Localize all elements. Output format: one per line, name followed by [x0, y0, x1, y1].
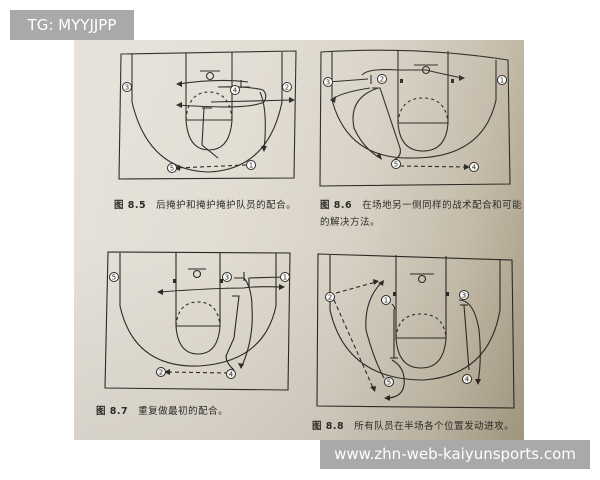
svg-text:5: 5	[394, 161, 398, 169]
half-court-diagram: 3 4 2 5 1	[118, 50, 297, 180]
svg-text:2: 2	[159, 369, 163, 377]
svg-text:3: 3	[326, 79, 330, 87]
svg-text:2: 2	[380, 76, 384, 84]
player-2-marker: 2	[377, 74, 387, 84]
player-markers: 3 2 1 5 4	[323, 74, 507, 172]
figure-number: 图 8.6	[320, 200, 353, 211]
player-1-marker: 1	[246, 160, 256, 170]
figure-caption-8-7: 图 8.7 重复做最初的配合。	[96, 403, 228, 417]
player-4-marker: 4	[226, 369, 236, 379]
svg-text:4: 4	[233, 87, 238, 95]
court-diagram-8-6: 3 2 1 5 4	[318, 48, 518, 188]
svg-text:3: 3	[225, 274, 229, 282]
player-4-marker: 4	[469, 162, 479, 172]
watermark-url: www.zhn-web-kaiyunsports.com	[320, 440, 590, 469]
player-5-marker: 5	[384, 377, 394, 387]
half-court-diagram: 5 3 1 2 4	[104, 251, 291, 391]
svg-text:4: 4	[229, 371, 234, 379]
svg-text:5: 5	[387, 379, 391, 387]
svg-text:5: 5	[112, 274, 116, 282]
player-1-marker: 1	[497, 75, 507, 85]
player-1-marker: 1	[280, 272, 290, 282]
svg-text:2: 2	[328, 294, 332, 302]
player-2-marker: 2	[282, 82, 292, 92]
player-markers: 2 1 3 5 4	[325, 290, 472, 387]
player-5-marker: 5	[109, 272, 119, 282]
player-2-marker: 2	[325, 292, 335, 302]
svg-text:1: 1	[283, 274, 287, 282]
player-markers: 3 4 2 5 1	[122, 82, 292, 173]
court-diagram-8-8: 2 1 3 5 4	[314, 250, 519, 410]
figure-caption-text: 后掩护和掩护掩护队员的配合。	[156, 200, 297, 211]
svg-text:5: 5	[170, 165, 174, 173]
player-3-marker: 3	[459, 290, 469, 300]
player-3-marker: 3	[222, 272, 232, 282]
player-3-marker: 3	[122, 82, 132, 92]
svg-text:4: 4	[472, 164, 477, 172]
figure-number: 图 8.8	[312, 421, 345, 432]
half-court-diagram: 3 2 1 5 4	[319, 49, 511, 187]
figure-caption-text: 在场地另一侧同样的战术配合和可能	[362, 200, 523, 211]
figure-caption-8-8: 图 8.8 所有队员在半场各个位置发动进攻。	[312, 418, 514, 432]
svg-text:1: 1	[384, 297, 388, 305]
figure-caption-8-5: 图 8.5 后掩护和掩护掩护队员的配合。	[114, 197, 296, 211]
figure-number: 图 8.7	[96, 406, 129, 417]
court-diagram-8-5: 3 4 2 5 1	[118, 50, 298, 180]
half-court-diagram: 2 1 3 5 4	[316, 253, 515, 409]
figure-caption-text-line2: 的解决方法。	[320, 217, 381, 228]
figure-caption-text: 重复做最初的配合。	[138, 406, 229, 417]
svg-text:4: 4	[465, 376, 470, 384]
player-4-marker: 4	[462, 374, 472, 384]
figure-number: 图 8.5	[114, 200, 147, 211]
svg-text:3: 3	[125, 84, 129, 92]
player-1-marker: 1	[381, 295, 391, 305]
player-3-marker: 3	[323, 77, 333, 87]
svg-text:1: 1	[500, 77, 504, 85]
player-5-marker: 5	[167, 163, 177, 173]
book-page-photo: 3 4 2 5 1 图 8.5 后掩护和掩护掩护队员的配合。	[74, 40, 524, 440]
court-diagram-8-7: 5 3 1 2 4	[104, 248, 294, 392]
player-markers: 5 3 1 2 4	[109, 272, 290, 379]
player-5-marker: 5	[391, 159, 401, 169]
figure-caption-8-6: 图 8.6 在场地另一侧同样的战术配合和可能 的解决方法。	[320, 197, 522, 228]
figure-caption-text: 所有队员在半场各个位置发动进攻。	[354, 421, 515, 432]
svg-text:3: 3	[462, 292, 466, 300]
svg-text:1: 1	[249, 162, 253, 170]
player-2-marker: 2	[156, 367, 166, 377]
player-4-marker: 4	[230, 85, 240, 95]
watermark-top: TG: MYYJJPP	[10, 10, 134, 40]
svg-text:2: 2	[285, 84, 289, 92]
